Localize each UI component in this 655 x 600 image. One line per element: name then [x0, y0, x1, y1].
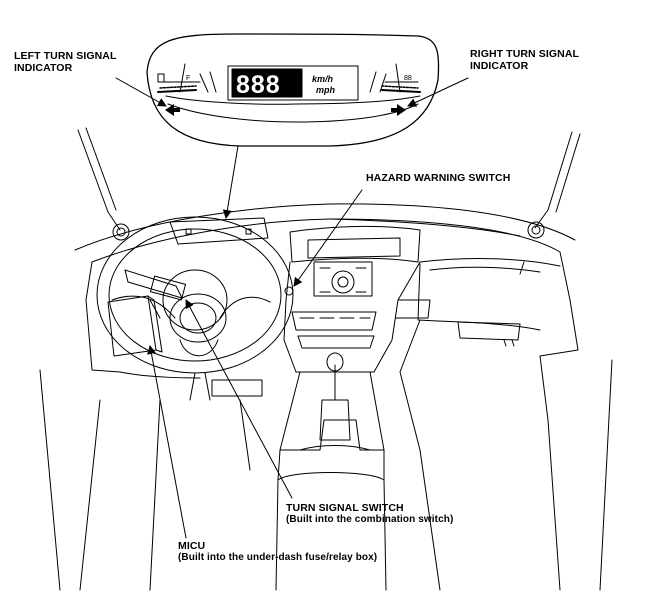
unit-bottom: mph: [316, 85, 336, 95]
micu-line2: (Built into the under-dash fuse/relay bo…: [178, 552, 378, 563]
micu-box: [107, 295, 163, 357]
leader-lines: [115, 77, 469, 539]
dashboard-top: [74, 203, 579, 373]
hazard-warning-switch-label: HAZARD WARNING SWITCH: [366, 172, 510, 184]
cluster-inset: [146, 33, 440, 147]
left-turn-arrow-icon: [165, 104, 180, 116]
lower-left-dash: [79, 371, 263, 591]
windshield-pillars: [39, 127, 613, 591]
speed-digits: 888: [236, 71, 281, 99]
cluster-bars: [157, 89, 421, 93]
micu-label: MICU (Built into the under-dash fuse/rel…: [178, 540, 377, 564]
right-turn-arrow-icon: [391, 104, 406, 116]
cluster-bars-thin: [159, 85, 419, 89]
left-turn-line1: LEFT TURN SIGNAL: [14, 50, 117, 62]
tweeter-left: [112, 223, 130, 241]
turn-switch-line2: (Built into the combination switch): [286, 514, 454, 525]
fuel-icon: [157, 73, 165, 83]
hazard-line1: HAZARD WARNING SWITCH: [366, 172, 511, 184]
right-turn-line1: RIGHT TURN SIGNAL: [470, 48, 580, 60]
passenger-dash: [399, 258, 561, 591]
center-console: [275, 352, 387, 591]
right-turn-line2: INDICATOR: [470, 60, 529, 72]
right-turn-signal-label: RIGHT TURN SIGNAL INDICATOR: [470, 48, 579, 72]
steering-wheel: [96, 216, 294, 401]
left-turn-line2: INDICATOR: [14, 62, 73, 74]
fuel-mark: F: [186, 75, 190, 82]
tweeter-right: [527, 221, 545, 239]
micu-line1: MICU: [178, 540, 206, 552]
left-turn-signal-label: LEFT TURN SIGNAL INDICATOR: [14, 50, 117, 74]
turn-signal-switch-label: TURN SIGNAL SWITCH (Built into the combi…: [286, 502, 453, 526]
turn-switch-line1: TURN SIGNAL SWITCH: [286, 502, 404, 514]
odo-digits: 88: [404, 75, 412, 82]
unit-top: km/h: [312, 74, 334, 84]
